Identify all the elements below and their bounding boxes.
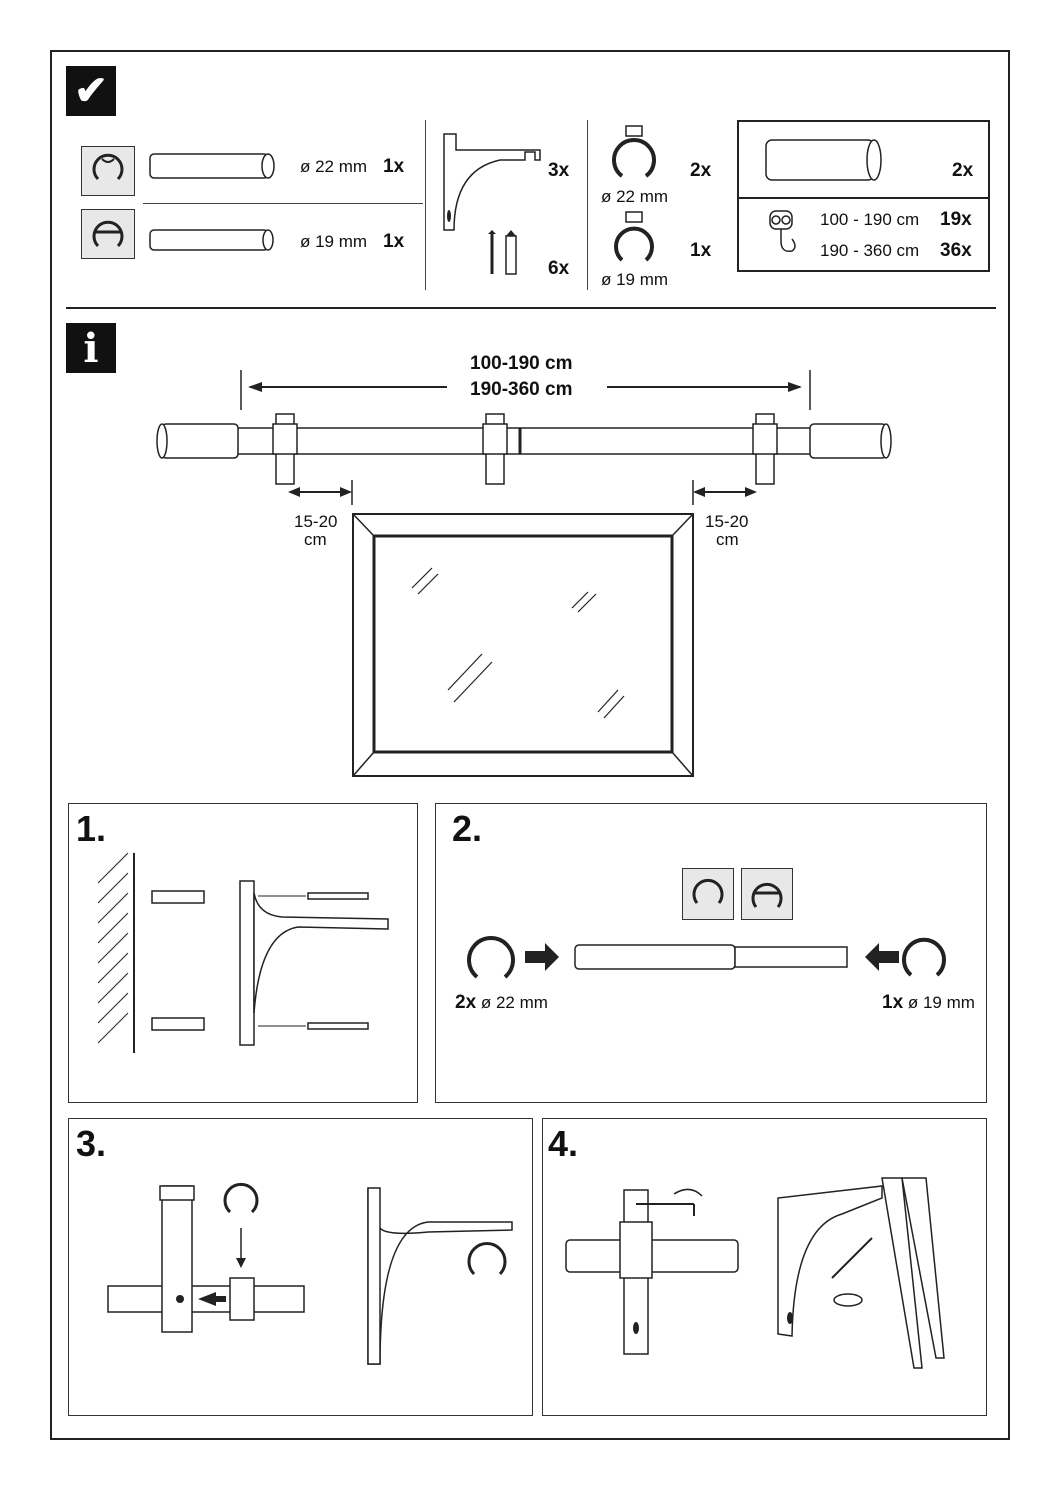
- left-distance-unit: cm: [304, 530, 327, 549]
- check-icon: ✔: [66, 66, 116, 116]
- rod-22-diameter: ø 22 mm: [300, 157, 368, 176]
- ring-22-symbol-icon: [682, 868, 734, 920]
- finial-icon: [765, 139, 882, 181]
- ring-19-icon: [614, 211, 654, 262]
- section-divider: [66, 307, 996, 309]
- left-distance-value: 15-20: [294, 512, 338, 531]
- length-label-1: 100-190 cm: [470, 353, 573, 374]
- step-2-right-dia: ø 19 mm: [907, 993, 975, 1012]
- step-1-number: 1.: [76, 808, 107, 849]
- step-2-left-qty: 2x: [455, 992, 477, 1013]
- step-2-diagram: [467, 936, 946, 979]
- right-distance-unit: cm: [716, 530, 739, 549]
- page-frame: [50, 50, 1010, 1440]
- curtain-hook-icon: [769, 210, 796, 253]
- hooks-quantity-1: 19x: [940, 209, 972, 230]
- divider: [425, 120, 426, 290]
- step-3-panel: [68, 1118, 533, 1416]
- ring-19-symbol-icon: [81, 209, 135, 259]
- step-2-number: 2.: [452, 808, 483, 849]
- ring-19-quantity: 1x: [690, 240, 712, 261]
- length-label-2: 190-360 cm: [470, 379, 573, 400]
- rod-22-quantity: 1x: [383, 156, 405, 177]
- hooks-range-1: 100 - 190 cm: [820, 210, 920, 229]
- ring-22-icon: [612, 125, 656, 178]
- divider: [587, 120, 588, 290]
- ring-19-diameter: ø 19 mm: [601, 270, 669, 289]
- screws-anchors-icon: [488, 230, 517, 275]
- rod-19-quantity: 1x: [383, 231, 405, 252]
- hooks-range-2: 190 - 360 cm: [820, 241, 920, 260]
- ring-22-diameter: ø 22 mm: [601, 187, 669, 206]
- step-2-left-dia: ø 22 mm: [480, 993, 548, 1012]
- step-2-right-label: 1x ø 19 mm: [882, 992, 975, 1014]
- rod-19-diameter: ø 19 mm: [300, 232, 368, 251]
- divider: [737, 197, 990, 199]
- step-1-panel: [68, 803, 418, 1103]
- step-2-right-qty: 1x: [882, 992, 904, 1013]
- finial-quantity: 2x: [952, 160, 974, 181]
- step-2-panel: [435, 803, 987, 1103]
- rod-19-icon: [149, 229, 274, 251]
- screws-quantity: 6x: [548, 258, 570, 279]
- ring-22-symbol-icon: [81, 146, 135, 196]
- step-4-number: 4.: [548, 1123, 579, 1164]
- step-2-left-label: 2x ø 22 mm: [455, 992, 548, 1014]
- rod-overview-diagram: [156, 370, 892, 777]
- step-4-diagram: [565, 1177, 945, 1369]
- step-3-diagram: [107, 1182, 513, 1365]
- hooks-quantity-2: 36x: [940, 240, 972, 261]
- bracket-quantity: 3x: [548, 160, 570, 181]
- step-1-diagram: [97, 852, 389, 1053]
- rod-22-icon: [149, 153, 275, 179]
- step-4-panel: [542, 1118, 987, 1416]
- right-distance-value: 15-20: [705, 512, 749, 531]
- finials-hooks-box: [737, 120, 990, 272]
- bracket-icon: [443, 133, 541, 231]
- ring-22-quantity: 2x: [690, 160, 712, 181]
- divider: [143, 203, 423, 204]
- step-3-number: 3.: [76, 1123, 107, 1164]
- info-icon: i: [66, 323, 116, 373]
- ring-19-symbol-icon: [741, 868, 793, 920]
